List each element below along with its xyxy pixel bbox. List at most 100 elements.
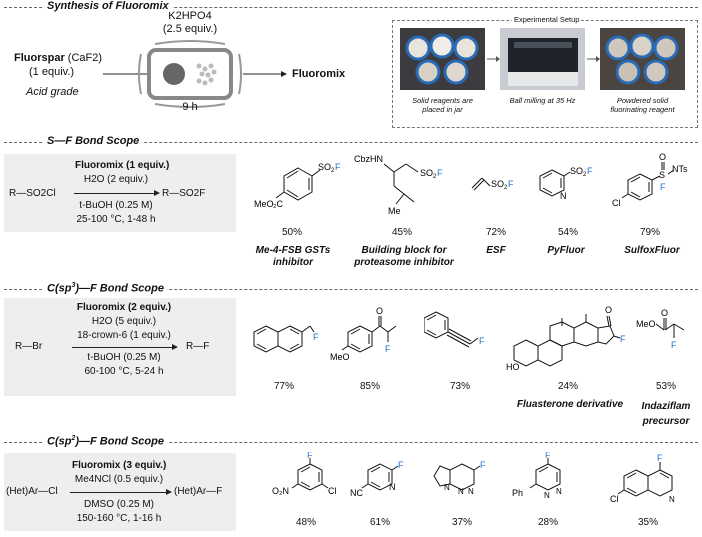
molecule-fluasterone: O F HO xyxy=(506,305,626,372)
svg-text:F: F xyxy=(508,179,514,189)
svg-text:O: O xyxy=(661,308,668,318)
svg-text:O: O xyxy=(376,306,383,316)
section-divider xyxy=(4,142,698,143)
svg-text:F: F xyxy=(307,452,313,460)
molecule-naphthyl-fluoride: F xyxy=(253,325,319,353)
svg-text:Cl: Cl xyxy=(610,494,619,504)
svg-text:N: N xyxy=(389,482,396,492)
arrow-head-icon xyxy=(166,489,172,495)
svg-text:CbzHN: CbzHN xyxy=(354,154,383,164)
svg-text:Me: Me xyxy=(388,206,401,216)
sf-substrate: R—SO2Cl xyxy=(9,188,56,199)
svg-text:Cl: Cl xyxy=(328,486,337,496)
vibration-icon xyxy=(138,40,242,108)
svg-text:N: N xyxy=(444,483,450,492)
svg-text:N: N xyxy=(560,191,567,201)
csp3-yield: 85% xyxy=(359,381,380,392)
csp2-cond-reagent: Fluoromix (3 equiv.) xyxy=(72,460,167,471)
svg-text:2: 2 xyxy=(433,174,437,180)
svg-text:Cl: Cl xyxy=(612,198,621,208)
csp3-cond-solvent: t-BuOH (0.25 M) xyxy=(87,352,161,363)
setup-title: Experimental Setup xyxy=(512,15,582,24)
sf-yield: 72% xyxy=(485,227,506,238)
base-label: K2HPO4 xyxy=(168,10,212,22)
svg-text:SO: SO xyxy=(318,162,331,172)
csp3-yield: 53% xyxy=(655,381,676,392)
svg-text:MeO: MeO xyxy=(330,352,350,362)
svg-text:O: O xyxy=(659,152,666,162)
svg-text:F: F xyxy=(479,336,485,346)
svg-text:Ph: Ph xyxy=(512,488,523,498)
sf-cond-water: H2O (2 equiv.) xyxy=(83,174,149,185)
molecule-phenylpyridazine-fluoride: F NN Ph xyxy=(512,452,562,500)
sf-name-sulfoxfluor: SulfoxFluor xyxy=(624,245,680,256)
sf-arrow xyxy=(74,193,156,194)
svg-text:N: N xyxy=(544,491,550,500)
arrow-head-icon xyxy=(172,344,178,350)
svg-text:2: 2 xyxy=(504,185,508,191)
csp2-substrate: (Het)Ar—Cl xyxy=(6,486,58,497)
svg-text:N: N xyxy=(468,487,474,496)
section-divider xyxy=(4,289,698,290)
csp2-product: (Het)Ar—F xyxy=(174,486,223,497)
csp3-cond-crown: 18-crown-6 (1 equiv.) xyxy=(77,330,171,341)
molecule-propargyl-fluoride: F xyxy=(424,311,485,348)
molecule-aryl-ketone: O F MeO xyxy=(330,306,397,362)
svg-text:F: F xyxy=(480,460,486,470)
csp2-yield: 61% xyxy=(369,517,390,528)
svg-text:2: 2 xyxy=(583,172,587,178)
svg-text:MeO: MeO xyxy=(254,199,274,209)
setup-step-1: Solid reagents are placed in jar xyxy=(412,96,473,114)
milling-ball-icon xyxy=(163,63,185,85)
svg-text:F: F xyxy=(587,166,593,176)
svg-text:2: 2 xyxy=(331,168,335,174)
molecule-chloroquinoline-fluoride: F N Cl xyxy=(610,453,675,504)
csp2-yield: 48% xyxy=(295,517,316,528)
csp3-yield: 77% xyxy=(273,381,294,392)
sf-name-me4fsb: Me-4-FSB GSTs inhibitor xyxy=(255,245,331,268)
sf-name-esf: ESF xyxy=(486,245,506,256)
csp3-cond-temp: 60-100 °C, 5-24 h xyxy=(84,366,164,377)
powder-icon xyxy=(196,63,217,86)
csp2-cond-temp: 150-160 °C, 1-16 h xyxy=(76,513,162,524)
svg-text:NC: NC xyxy=(350,488,363,498)
svg-text:SO: SO xyxy=(570,166,583,176)
section-title-sf: S—F Bond Scope xyxy=(44,135,143,147)
molecule-sulfoxfluor: O S NTs F Cl xyxy=(612,152,688,208)
svg-text:F: F xyxy=(398,460,404,470)
svg-text:F: F xyxy=(437,168,443,178)
svg-text:SO: SO xyxy=(491,179,504,189)
section-title-csp2: C(sp2)—F Bond Scope xyxy=(44,435,167,448)
svg-text:F: F xyxy=(313,332,319,342)
csp2-yield: 35% xyxy=(637,517,658,528)
fluorspar-equiv: (1 equiv.) xyxy=(29,66,75,78)
csp2-yield: 28% xyxy=(537,517,558,528)
svg-text:F: F xyxy=(335,162,341,172)
csp3-substrate: R—Br xyxy=(15,341,43,352)
svg-text:HO: HO xyxy=(506,362,520,372)
svg-text:F: F xyxy=(657,453,663,463)
svg-text:S: S xyxy=(659,170,665,180)
svg-text:F: F xyxy=(385,344,391,354)
svg-text:F: F xyxy=(545,452,551,460)
svg-text:₂C: ₂C xyxy=(273,199,283,209)
fluorspar-label: Fluorspar (CaF2) xyxy=(14,52,103,64)
csp3-arrow xyxy=(72,347,174,348)
csp2-cond-additive: Me4NCl (0.5 equiv.) xyxy=(74,474,164,485)
csp2-cond-solvent: DMSO (0.25 M) xyxy=(83,499,154,510)
sf-yield: 79% xyxy=(639,227,660,238)
sf-name-proteasome: Building block for proteasome inhibitor xyxy=(354,245,454,268)
setup-step-3: Powdered solid fluorinating reagent xyxy=(610,96,675,114)
csp3-yield: 73% xyxy=(449,381,470,392)
csp3-yield: 24% xyxy=(557,381,578,392)
svg-text:F: F xyxy=(671,340,677,350)
sf-yield: 54% xyxy=(557,227,578,238)
sf-cond-solvent: t-BuOH (0.25 M) xyxy=(79,200,153,211)
svg-text:MeO: MeO xyxy=(636,319,656,329)
svg-text:F: F xyxy=(660,182,666,192)
milling-scheme xyxy=(103,40,287,108)
